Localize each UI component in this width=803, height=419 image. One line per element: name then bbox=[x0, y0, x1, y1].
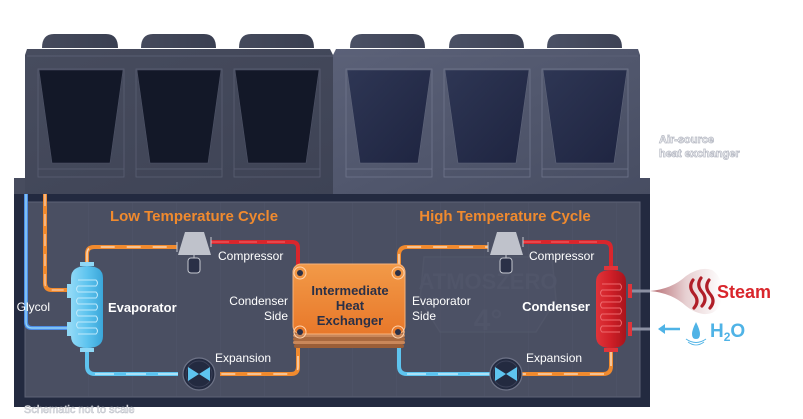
condenser-label: Condenser bbox=[522, 299, 590, 314]
condenser bbox=[596, 266, 650, 352]
unit-caption-line1: Air-source bbox=[659, 134, 714, 146]
high-cycle-title: High Temperature Cycle bbox=[419, 208, 590, 225]
ihx-label-line3: Exchanger bbox=[317, 313, 383, 328]
glycol-label: Glycol bbox=[17, 300, 50, 314]
atmoszero-watermark: ATMOSZERO 4° bbox=[419, 256, 558, 337]
low-expansion-label: Expansion bbox=[215, 351, 271, 365]
fan-windows bbox=[37, 68, 629, 178]
footer-note: Schematic not to scale bbox=[24, 404, 135, 416]
evaporator-side-label-line2: Side bbox=[412, 309, 436, 323]
high-expansion-label: Expansion bbox=[526, 351, 582, 365]
ihx-label-line2: Heat bbox=[336, 298, 365, 313]
steam-output bbox=[650, 268, 722, 315]
steam-label: Steam bbox=[717, 282, 771, 302]
condenser-side-label-line2: Side bbox=[264, 309, 288, 323]
low-compressor bbox=[176, 232, 212, 274]
arrow-left-icon bbox=[658, 324, 680, 334]
high-compressor bbox=[487, 232, 524, 274]
water-label: H2O bbox=[710, 321, 745, 344]
high-compressor-label: Compressor bbox=[529, 249, 594, 263]
low-cycle-title: Low Temperature Cycle bbox=[110, 208, 278, 225]
low-cycle-pipes bbox=[85, 240, 300, 376]
evaporator bbox=[67, 262, 103, 352]
evaporator-side-label-line1: Evaporator bbox=[412, 294, 471, 308]
ihx-label-line1: Intermediate bbox=[311, 283, 388, 298]
glycol-lines bbox=[24, 194, 68, 330]
high-cycle-pipes bbox=[397, 240, 613, 376]
low-compressor-label: Compressor bbox=[218, 249, 283, 263]
intermediate-heat-exchanger bbox=[292, 263, 406, 348]
steam-icon bbox=[689, 276, 715, 310]
high-expansion-valve bbox=[489, 357, 523, 391]
fan-caps bbox=[42, 34, 622, 48]
evaporator-label: Evaporator bbox=[108, 300, 177, 315]
condenser-side-label-line1: Condenser bbox=[229, 294, 288, 308]
water-input bbox=[658, 322, 707, 346]
watermark-mark: 4° bbox=[474, 304, 503, 337]
low-expansion-valve bbox=[182, 357, 216, 391]
air-source-heat-exchanger bbox=[14, 34, 650, 194]
watermark-brand: ATMOSZERO bbox=[419, 269, 558, 294]
unit-caption-line2: heat exchanger bbox=[659, 148, 740, 160]
water-drop-icon bbox=[685, 322, 707, 346]
